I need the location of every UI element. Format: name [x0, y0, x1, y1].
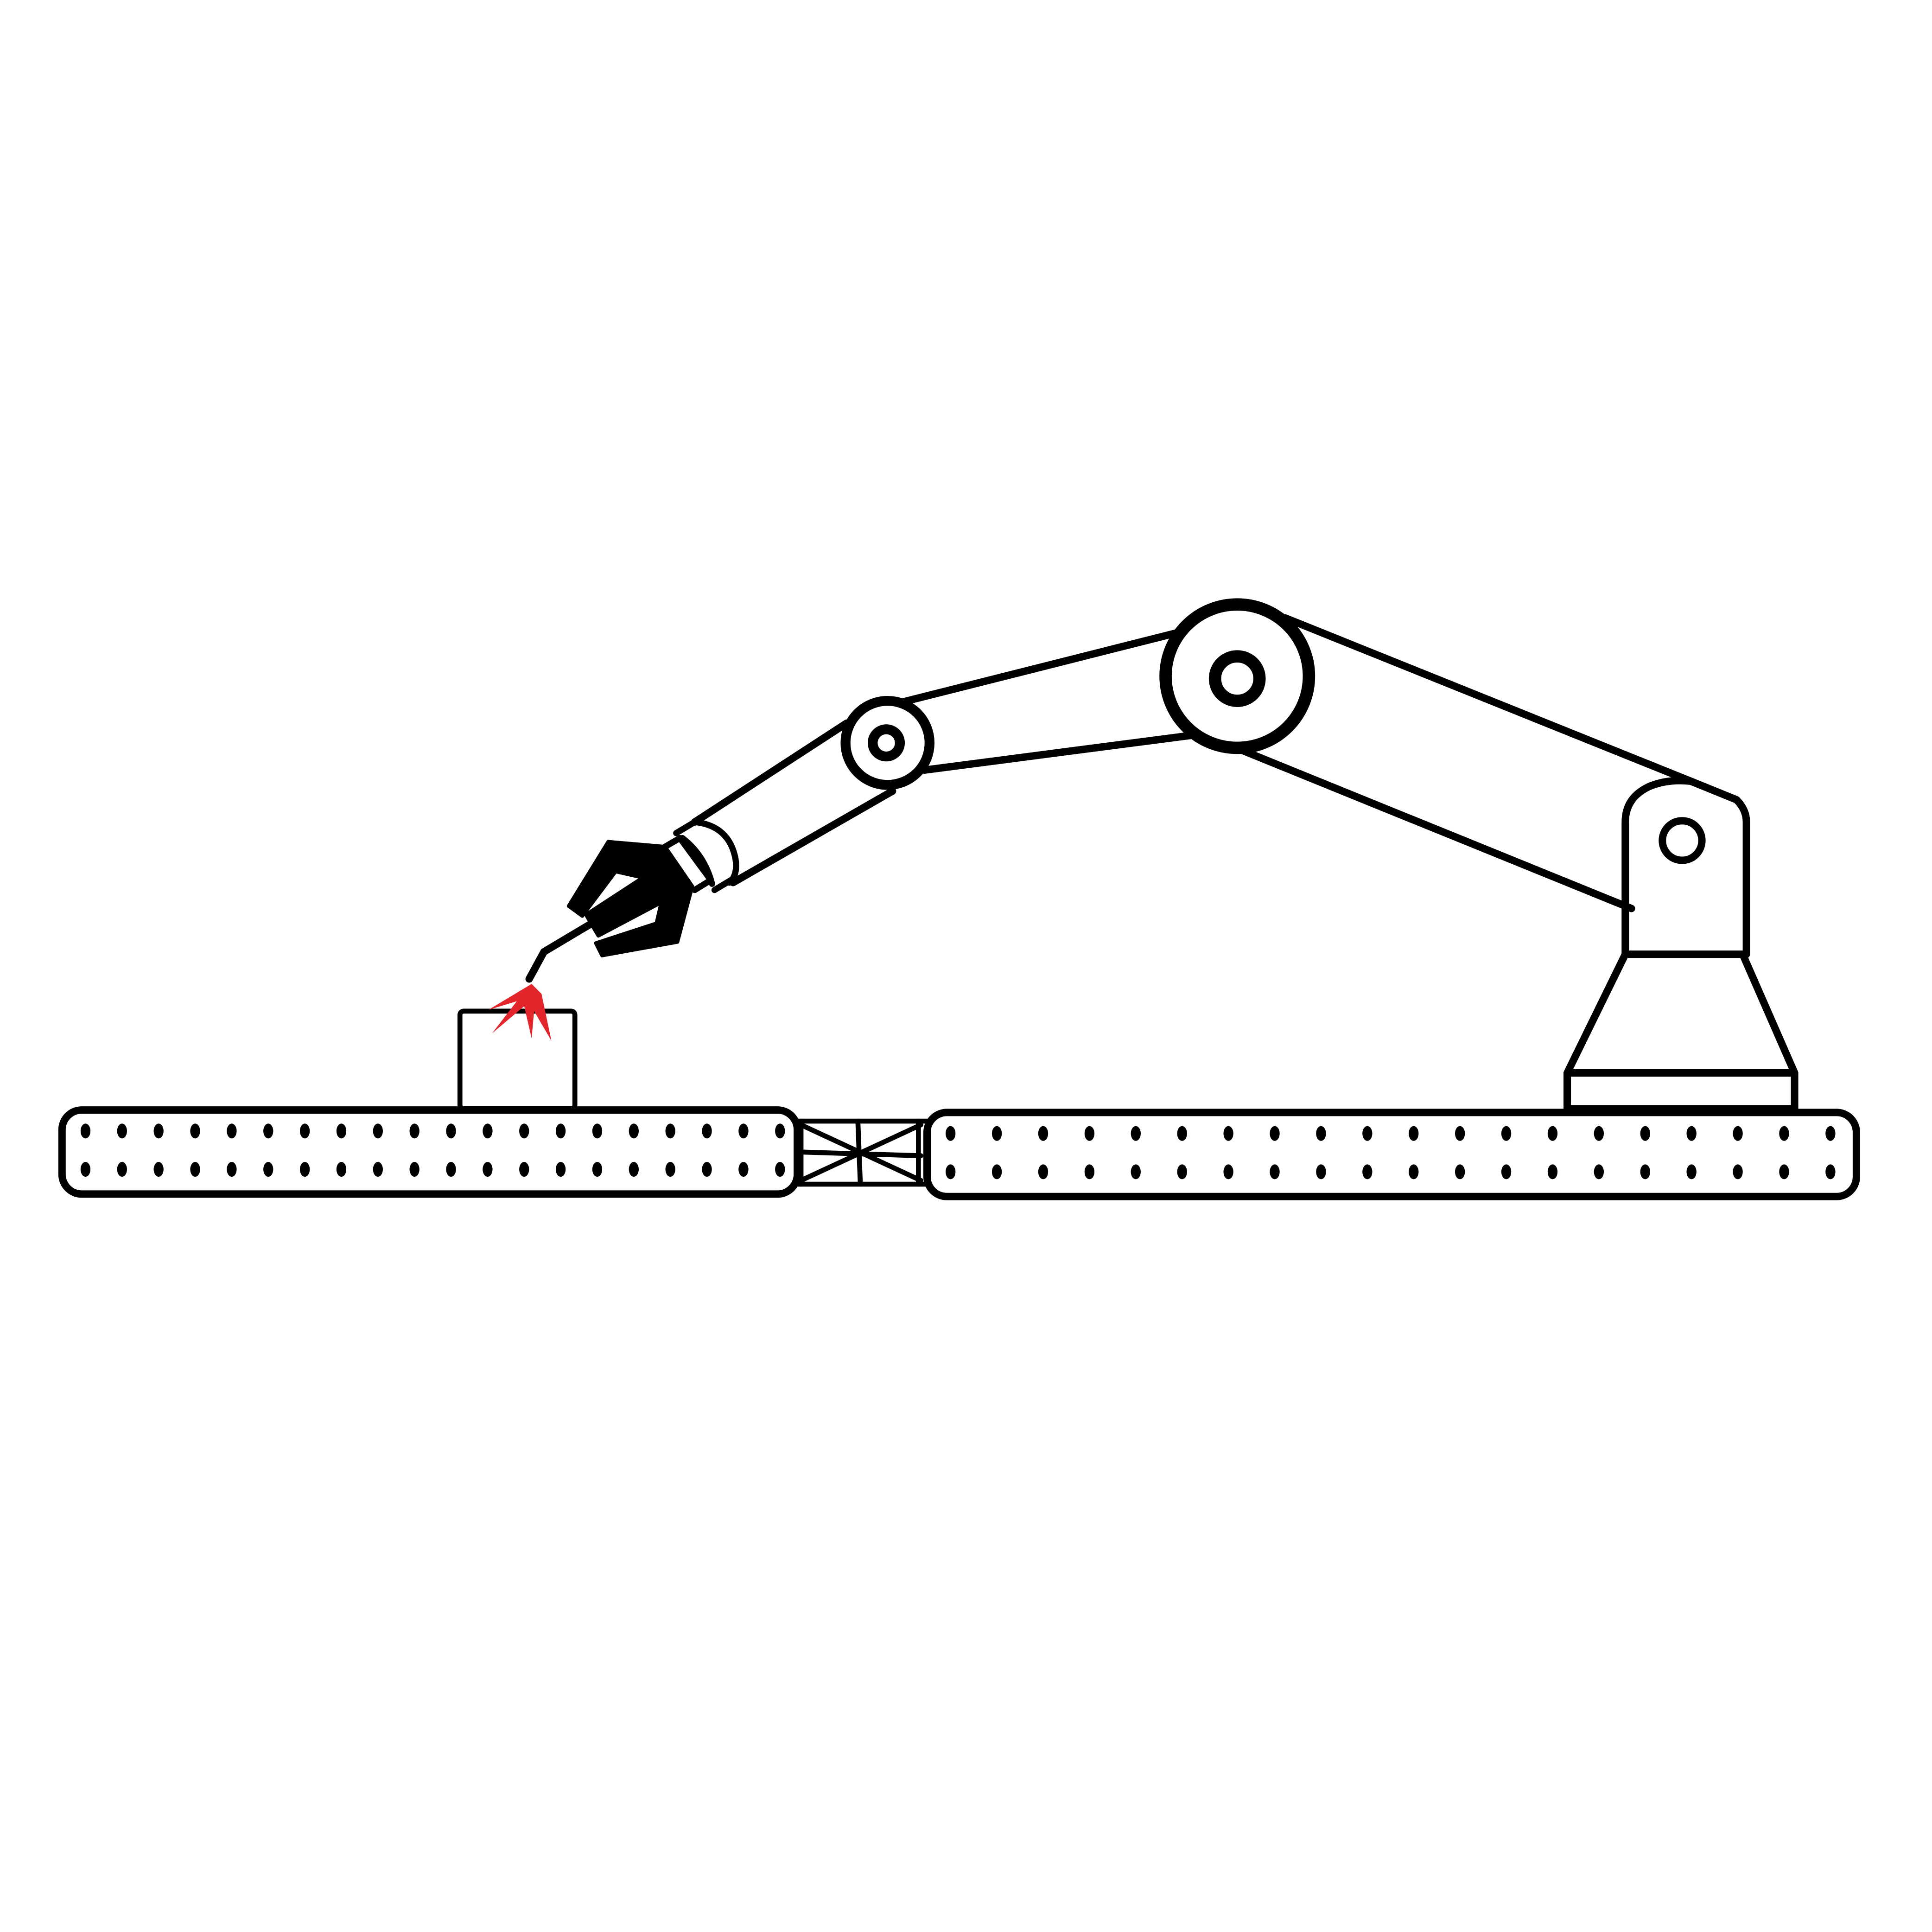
right-rail — [923, 1109, 1860, 1200]
rail-hole — [1177, 1126, 1187, 1141]
rail-hole — [1038, 1164, 1049, 1180]
rail-hole — [946, 1126, 956, 1141]
rail-hole — [946, 1164, 956, 1180]
rail-hole — [1316, 1164, 1326, 1180]
rail-hole — [409, 1162, 419, 1177]
rail-hole — [1640, 1164, 1650, 1180]
rail-hole — [1686, 1164, 1697, 1180]
rail-hole — [190, 1123, 200, 1139]
rail-hole — [1547, 1164, 1558, 1180]
rail-hole — [738, 1162, 749, 1177]
rail-hole — [1455, 1164, 1465, 1180]
rail-hole — [1131, 1126, 1141, 1141]
rail-hole — [117, 1123, 127, 1139]
rail-hole — [1640, 1126, 1650, 1141]
rail-hole — [1594, 1164, 1604, 1180]
rail-hole — [991, 1126, 1002, 1141]
left-rail — [58, 1106, 801, 1198]
rail-hole — [373, 1162, 383, 1177]
rail-hole — [483, 1123, 493, 1139]
rail-hole — [1362, 1126, 1373, 1141]
rail-hole — [1084, 1126, 1095, 1141]
rail-hole — [1131, 1164, 1141, 1180]
rail-hole — [117, 1162, 127, 1177]
robot-base — [1563, 777, 1799, 1113]
rail-hole — [1779, 1164, 1789, 1180]
rail-hole — [702, 1123, 712, 1139]
rail-hole — [738, 1123, 749, 1139]
rail-hole — [1779, 1126, 1789, 1141]
elbow-pin — [868, 724, 905, 762]
weld-spark-icon — [488, 984, 552, 1041]
rail-hole — [446, 1123, 456, 1139]
gripper — [566, 835, 714, 957]
wrist — [673, 719, 896, 893]
rail-hole — [1223, 1126, 1233, 1141]
rail-hole — [1825, 1126, 1836, 1141]
rail-hole — [446, 1162, 456, 1177]
workpiece-box — [457, 1008, 578, 1111]
rail-hole — [629, 1123, 639, 1139]
rail-hole — [1084, 1164, 1095, 1180]
rail-hole — [409, 1123, 419, 1139]
rail-hole — [665, 1162, 675, 1177]
rail-hole — [153, 1123, 164, 1139]
rail-hole — [592, 1123, 603, 1139]
rail-hole — [519, 1123, 529, 1139]
rail-hole — [227, 1123, 237, 1139]
rail-hole — [702, 1162, 712, 1177]
shoulder-pin — [1208, 650, 1266, 707]
rail-hole — [1501, 1126, 1512, 1141]
rail-hole — [1501, 1164, 1512, 1180]
rail-hole — [1409, 1164, 1419, 1180]
rail-hole — [336, 1162, 347, 1177]
rail-hole — [1038, 1126, 1049, 1141]
rail-hole — [665, 1123, 675, 1139]
rail-hole — [263, 1123, 273, 1139]
rail-hole — [775, 1162, 785, 1177]
rail-hole — [153, 1162, 164, 1177]
rail-hole — [1362, 1164, 1373, 1180]
rail-hole — [1270, 1164, 1280, 1180]
rail-hole — [299, 1162, 310, 1177]
rail-hole — [1594, 1126, 1604, 1141]
rail-holes — [80, 1123, 1836, 1180]
rail-hole — [336, 1123, 347, 1139]
rail-hole — [263, 1162, 273, 1177]
rail-hole — [1733, 1164, 1743, 1180]
welding-torch — [525, 917, 600, 983]
rail-hole — [1825, 1164, 1836, 1180]
upper-arm — [1232, 614, 1695, 912]
rail-hole — [991, 1164, 1002, 1180]
rail-hole — [1223, 1164, 1233, 1180]
rail-hole — [775, 1123, 785, 1139]
rail-hole — [1316, 1126, 1326, 1141]
base-joint — [1659, 817, 1706, 864]
shoulder-joint — [1159, 598, 1316, 754]
rail-hole — [1455, 1126, 1465, 1141]
forearm — [898, 629, 1194, 774]
rail-hole — [629, 1162, 639, 1177]
rail-hole — [483, 1162, 493, 1177]
rail-hole — [1547, 1126, 1558, 1141]
rail-hole — [299, 1123, 310, 1139]
rail-hole — [1686, 1126, 1697, 1141]
rail-hole — [1270, 1126, 1280, 1141]
rail-hole — [555, 1123, 566, 1139]
rail-hole — [555, 1162, 566, 1177]
rail-hole — [1177, 1164, 1187, 1180]
rail-hole — [1409, 1126, 1419, 1141]
rail-hole — [80, 1123, 91, 1139]
rail-hole — [373, 1123, 383, 1139]
elbow-joint — [840, 695, 935, 790]
rail-hole — [227, 1162, 237, 1177]
rail-truss-connector — [794, 1118, 930, 1187]
rail-hole — [80, 1162, 91, 1177]
rail-hole — [592, 1162, 603, 1177]
rail-hole — [519, 1162, 529, 1177]
rail-hole — [1733, 1126, 1743, 1141]
rail-hole — [190, 1162, 200, 1177]
